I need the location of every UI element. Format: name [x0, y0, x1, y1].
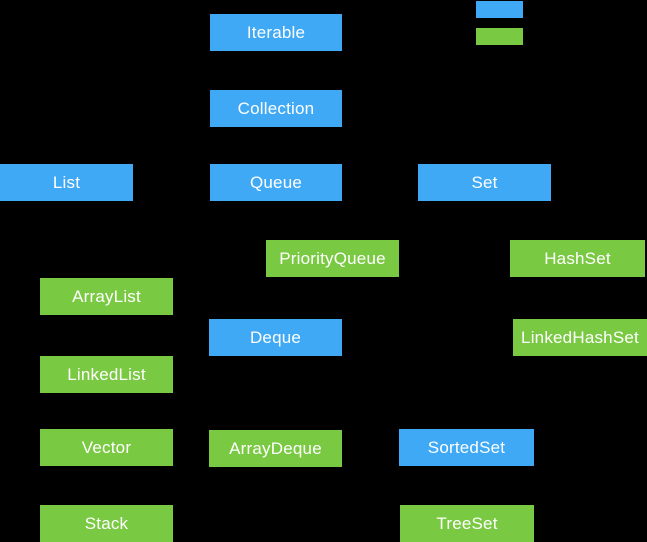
node-label: HashSet: [544, 248, 611, 268]
node-label: Vector: [81, 437, 132, 457]
node-sortedset: SortedSet: [399, 429, 534, 466]
node-label: Set: [471, 172, 498, 192]
node-label: TreeSet: [436, 513, 498, 533]
legend-interface-swatch: [476, 1, 523, 18]
node-vector: Vector: [40, 429, 173, 466]
node-label: Deque: [249, 327, 302, 347]
node-collection: Collection: [210, 90, 342, 127]
node-stack: Stack: [40, 505, 173, 542]
node-label: LinkedList: [67, 364, 146, 384]
node-label: Collection: [237, 98, 315, 118]
node-label: ArrayDeque: [229, 438, 322, 458]
node-label: Stack: [84, 513, 129, 533]
node-label: ArrayList: [72, 286, 141, 306]
node-linkedhashset: LinkedHashSet: [513, 319, 647, 356]
node-label: Iterable: [246, 22, 306, 42]
node-linkedlist: LinkedList: [40, 356, 173, 393]
node-set: Set: [418, 164, 551, 201]
node-treeset: TreeSet: [400, 505, 534, 542]
legend-class-swatch: [476, 28, 523, 45]
node-hashset: HashSet: [510, 240, 645, 277]
node-label: SortedSet: [427, 437, 506, 457]
node-label: PriorityQueue: [279, 248, 386, 268]
node-label: LinkedHashSet: [521, 327, 639, 347]
node-iterable: Iterable: [210, 14, 342, 51]
node-list: List: [0, 164, 133, 201]
node-label: Queue: [249, 172, 303, 192]
node-priorityqueue: PriorityQueue: [266, 240, 399, 277]
node-label: List: [52, 172, 81, 192]
node-deque: Deque: [209, 319, 342, 356]
node-arraylist: ArrayList: [40, 278, 173, 315]
node-queue: Queue: [210, 164, 342, 201]
node-arraydeque: ArrayDeque: [209, 430, 342, 467]
